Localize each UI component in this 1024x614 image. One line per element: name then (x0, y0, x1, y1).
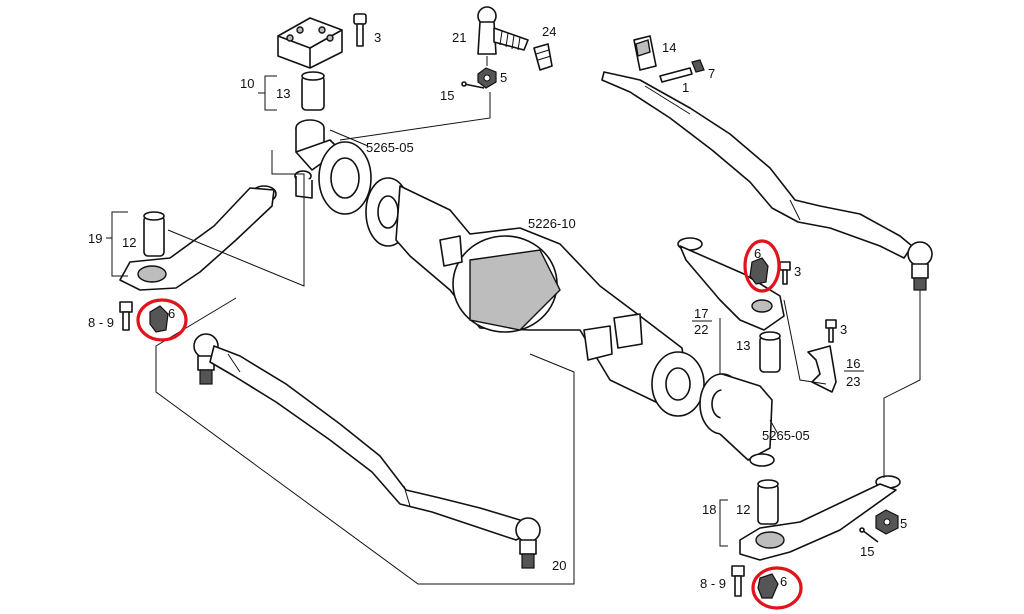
bushing-13-right (759, 331, 781, 373)
tie-rod-20 (193, 333, 541, 569)
label-20: 20 (552, 558, 566, 573)
nut-5-top (477, 67, 497, 89)
label-19: 19 (88, 231, 102, 246)
bolt-3-lower (825, 319, 837, 343)
label-8-9-left: 8 - 9 (88, 315, 114, 330)
nut-5-right (875, 509, 899, 535)
bolt-top-left (353, 13, 367, 47)
steering-arm-lower-right (739, 475, 901, 561)
label-17: 17 (694, 306, 708, 321)
cotter-pin-15-right (859, 527, 879, 543)
label-6-right: 6 (780, 574, 787, 589)
label-5265-05-bottom: 5265-05 (762, 428, 810, 443)
label-3-mid: 3 (794, 264, 801, 279)
label-21: 21 (452, 30, 466, 45)
label-5-right: 5 (900, 516, 907, 531)
highlight-right-washer (751, 566, 803, 610)
label-18: 18 (702, 502, 716, 517)
label-23: 23 (846, 374, 860, 389)
washer-6-right (757, 573, 779, 599)
axle-beam (365, 177, 705, 417)
label-13-top: 13 (276, 86, 290, 101)
highlight-mid-washer (743, 239, 781, 293)
clamp-14 (633, 35, 657, 71)
washer-6-mid (749, 257, 769, 285)
label-7: 7 (708, 66, 715, 81)
label-15-right: 15 (860, 544, 874, 559)
bolt-8-9-left (119, 301, 133, 331)
label-6-left: 6 (168, 306, 175, 321)
washer-6-left (149, 305, 169, 333)
label-16: 16 (846, 356, 860, 371)
cotter-pin-15-top (461, 81, 485, 89)
label-5265-05-top: 5265-05 (366, 140, 414, 155)
bolt-7 (659, 59, 705, 83)
label-1: 1 (682, 80, 689, 95)
bracket-16-23 (807, 345, 837, 393)
label-22: 22 (694, 322, 708, 337)
bushing-13-top (301, 71, 325, 111)
bolt-8-9-right (731, 565, 745, 597)
label-24: 24 (542, 24, 556, 39)
bushing-12-left (143, 211, 165, 257)
steering-arm-left (119, 185, 277, 291)
label-6-mid: 6 (754, 246, 761, 261)
highlight-left-washer (136, 298, 188, 342)
tie-rod-end-21 (477, 6, 529, 55)
label-13-right: 13 (736, 338, 750, 353)
label-14: 14 (662, 40, 676, 55)
bolt-3-mid (779, 261, 791, 285)
ball-joint-right (907, 241, 933, 291)
label-15-top: 15 (440, 88, 454, 103)
steering-knuckle-left (294, 119, 372, 215)
clamp-24 (533, 43, 553, 71)
label-12-right: 12 (736, 502, 750, 517)
label-12-left: 12 (122, 235, 136, 250)
bushing-12-right (757, 479, 779, 525)
label-3-lower: 3 (840, 322, 847, 337)
drag-link-1 (601, 71, 913, 259)
label-5226-10: 5226-10 (528, 216, 576, 231)
label-8-9-right: 8 - 9 (700, 576, 726, 591)
steering-knuckle-right (699, 373, 775, 467)
label-3-top: 3 (374, 30, 381, 45)
label-10: 10 (240, 76, 254, 91)
flange-block (277, 17, 343, 69)
label-5-top: 5 (500, 70, 507, 85)
